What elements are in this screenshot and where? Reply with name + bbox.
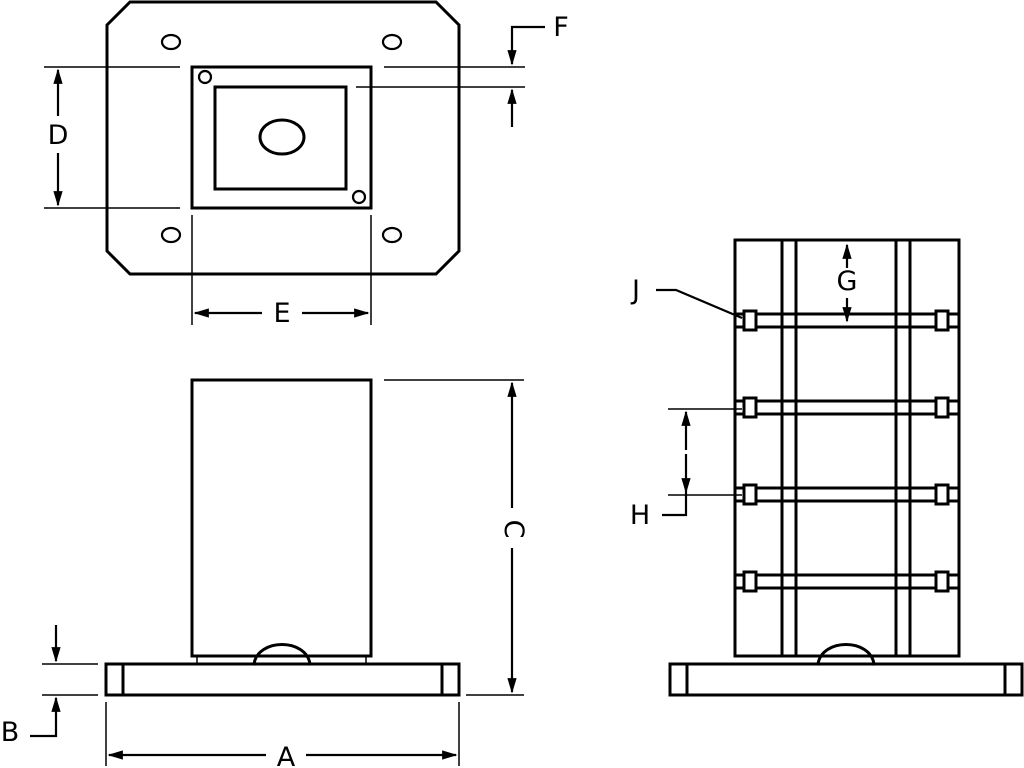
side-base-plate bbox=[668, 662, 1024, 697]
leader-line-j bbox=[656, 288, 743, 320]
center-hole bbox=[258, 118, 306, 156]
t-slot-right-2 bbox=[934, 396, 950, 419]
column-body bbox=[190, 378, 373, 658]
bolt-hole-top-left bbox=[160, 33, 182, 51]
bolt-hole-bottom-right bbox=[381, 226, 403, 244]
t-slot-left-4 bbox=[742, 570, 758, 593]
side-center-boss bbox=[816, 643, 876, 666]
t-slot-right-4 bbox=[934, 570, 950, 593]
dimension-label-h: H bbox=[630, 500, 650, 531]
dimension-leader-b bbox=[30, 696, 61, 738]
dimension-label-a: A bbox=[277, 742, 296, 768]
dimension-label-b: B bbox=[1, 717, 20, 748]
dimension-label-e: E bbox=[273, 298, 290, 329]
base-plate-outline bbox=[105, 0, 461, 276]
column-outer-square bbox=[190, 65, 373, 210]
dimension-label-c: C bbox=[498, 520, 529, 539]
dimension-label-g: G bbox=[837, 266, 858, 297]
dimension-label-d: D bbox=[48, 120, 69, 151]
column-inner-square bbox=[213, 85, 348, 191]
top-view: D E F bbox=[44, 0, 569, 329]
t-slot-left-2 bbox=[742, 396, 758, 419]
t-slot-right-1 bbox=[934, 309, 950, 332]
side-view: G H J bbox=[630, 238, 1024, 697]
dowel-hole-small-top bbox=[197, 69, 213, 85]
dimension-leader-f bbox=[507, 25, 545, 66]
t-slot-right-3 bbox=[934, 483, 950, 506]
dowel-hole-small-bottom bbox=[351, 189, 367, 205]
bolt-hole-bottom-left bbox=[160, 226, 182, 244]
front-view: C B A bbox=[1, 378, 529, 768]
base-plate-side bbox=[104, 662, 461, 697]
t-slot-left-1 bbox=[742, 309, 758, 332]
t-slot-left-3 bbox=[742, 483, 758, 506]
dimension-label-f: F bbox=[553, 12, 569, 43]
dimension-leader-h bbox=[662, 454, 691, 517]
bolt-hole-top-right bbox=[381, 33, 403, 51]
dimension-label-j: J bbox=[630, 275, 640, 306]
center-boss bbox=[252, 643, 312, 666]
